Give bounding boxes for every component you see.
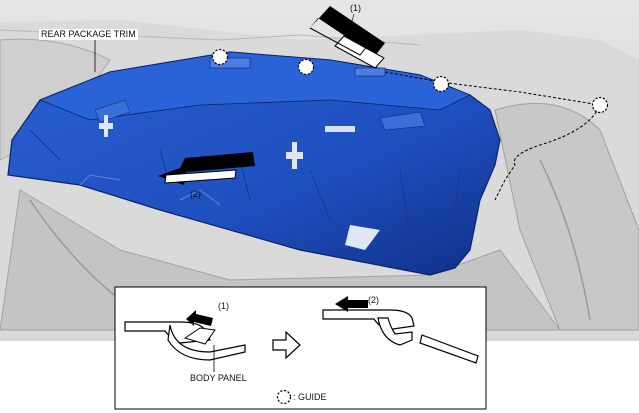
dashed-circle-icon — [211, 48, 229, 66]
step1-label: (1) — [350, 3, 361, 13]
dashed-circle-icon — [297, 58, 315, 76]
inset-step1-label: (1) — [218, 301, 229, 311]
step2-label: (2) — [190, 189, 201, 199]
removal-arrow-step1 — [309, 6, 385, 69]
dashed-circle-icon — [591, 96, 609, 114]
trim-outline-dashed — [384, 71, 601, 201]
dashed-circle-icon — [276, 389, 292, 405]
guide-markers — [211, 48, 609, 114]
removal-arrow-step2 — [158, 152, 255, 185]
inset-left-trim-engaged — [124, 321, 246, 361]
arrow-icon — [186, 310, 213, 326]
inset-step2-label: (2) — [368, 295, 379, 305]
hollow-arrow-icon — [272, 330, 301, 360]
inset-right-trim-released — [322, 309, 479, 364]
arrow-icon — [310, 6, 385, 56]
step1-leader — [349, 13, 355, 29]
arrow-icon — [335, 296, 368, 312]
clip-removal-detail-inset — [114, 286, 487, 410]
guide-legend-label: : GUIDE — [293, 392, 327, 402]
part-name-label: REAR PACKAGE TRIM — [39, 29, 138, 40]
dashed-circle-icon — [432, 75, 450, 93]
body-panel-label: BODY PANEL — [190, 373, 247, 383]
